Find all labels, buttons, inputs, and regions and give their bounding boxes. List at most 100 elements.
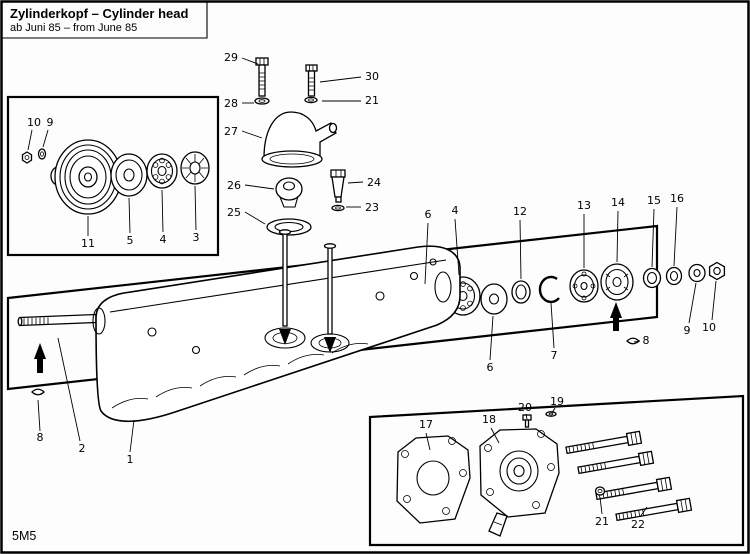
callout-leader-8-15 — [37, 399, 41, 432]
clip-part-8-left — [31, 388, 45, 396]
callout-leader-6-25 — [489, 315, 494, 361]
callout-21-2: 21 — [365, 94, 379, 107]
callout-11-11: 11 — [81, 237, 95, 250]
callout-leader-22-35 — [639, 506, 648, 518]
stud-with-arrow-left — [278, 229, 292, 345]
callout-leader-9-10 — [42, 129, 49, 148]
washer-part-9b — [688, 263, 706, 283]
callout-2-16: 2 — [79, 442, 86, 455]
washer-part-23-hole — [335, 206, 341, 210]
bearing-part-4 — [146, 153, 178, 189]
callout-leader-26-5 — [244, 184, 275, 190]
callout-13-21: 13 — [577, 199, 591, 212]
bolt-a — [565, 430, 643, 455]
callout-30-1: 30 — [365, 70, 379, 83]
ring-part-15 — [642, 267, 662, 289]
callout-leader-1-17 — [129, 419, 135, 453]
callout-27-4: 27 — [224, 125, 238, 138]
callout-leader-12-20 — [519, 219, 522, 280]
callout-28-3: 28 — [224, 97, 238, 110]
fan-hub-part-3 — [180, 151, 210, 185]
callout-22-35: 22 — [631, 518, 645, 531]
washer-part-9 — [37, 148, 47, 160]
callout-9-28: 9 — [684, 324, 691, 337]
stud-with-arrow-right — [323, 243, 337, 353]
washer-part-21-top — [304, 96, 318, 104]
callout-19-33: 19 — [550, 395, 564, 408]
callout-3-14: 3 — [193, 231, 200, 244]
end-cover-group — [396, 411, 693, 537]
callout-15-23: 15 — [647, 194, 661, 207]
thermostat-group — [254, 57, 346, 236]
nut-part-10 — [21, 151, 33, 164]
callout-6-18: 6 — [425, 208, 432, 221]
callout-leader-3-14 — [194, 185, 197, 231]
callout-20-32: 20 — [518, 401, 532, 414]
thermostat-part-26 — [275, 177, 303, 208]
callout-leader-29-0 — [241, 57, 259, 65]
callout-1-17: 1 — [127, 453, 134, 466]
washer-part-28 — [254, 97, 270, 105]
callout-6-25: 6 — [487, 361, 494, 374]
callout-leader-9-28 — [688, 282, 697, 324]
callout-leader-2-16 — [57, 337, 81, 442]
callout-leader-14-22 — [616, 210, 619, 263]
washer-part-28-hole — [258, 99, 266, 103]
callout-24-6: 24 — [367, 176, 381, 189]
stud-part-2 — [17, 313, 97, 327]
washer-part-21-top-hole — [308, 98, 314, 102]
callout-leader-20-32 — [525, 413, 528, 420]
callout-leader-17-30 — [425, 432, 431, 451]
callout-leader-6-18 — [424, 222, 429, 285]
water-outlet-housing-part-27 — [261, 111, 338, 168]
callout-4-13: 4 — [160, 233, 167, 246]
cylinder-head-part-1 — [92, 245, 461, 423]
callout-leader-5-12 — [128, 197, 131, 234]
callout-leader-10-9 — [27, 129, 33, 151]
callout-9-10: 9 — [47, 116, 54, 129]
washer-part-19 — [545, 411, 557, 417]
bolt-part-22b — [615, 497, 693, 522]
pulley-group-box — [6, 95, 220, 257]
callout-10-29: 10 — [702, 321, 716, 334]
plate-code: 5M5 — [12, 529, 37, 543]
gasket-part-17 — [396, 435, 471, 524]
washer-part-6b — [480, 283, 508, 315]
callout-leader-4-19 — [454, 218, 460, 276]
callout-4-19: 4 — [452, 204, 459, 217]
callout-10-9: 10 — [27, 116, 41, 129]
callout-25-7: 25 — [227, 206, 241, 219]
pulley-group — [21, 139, 210, 215]
callout-21-34: 21 — [595, 515, 609, 528]
insert-arrow-left — [34, 343, 46, 373]
callout-leader-7-26 — [550, 302, 555, 349]
bolt-part-22a — [595, 476, 673, 501]
callout-leader-16-24 — [673, 206, 678, 267]
bolt-b — [577, 450, 655, 475]
callout-7-26: 7 — [551, 349, 558, 362]
callout-18-31: 18 — [482, 413, 496, 426]
callout-5-12: 5 — [127, 234, 134, 247]
callout-leader-25-7 — [244, 211, 266, 225]
page-title: Zylinderkopf – Cylinder head — [10, 6, 189, 21]
title-box-rule — [2, 2, 208, 39]
callout-12-20: 12 — [513, 205, 527, 218]
callout-leader-27-4 — [241, 130, 263, 139]
callout-8-15: 8 — [37, 431, 44, 444]
callout-26-5: 26 — [227, 179, 241, 192]
callout-29-0: 29 — [224, 51, 238, 64]
callout-8-27: 8 — [643, 334, 650, 347]
seal-ring-part-12 — [511, 280, 531, 304]
callout-leader-30-1 — [319, 76, 362, 83]
callout-leader-10-29 — [711, 280, 717, 321]
temp-sensor-part-24 — [330, 169, 346, 203]
bolt-part-30 — [305, 64, 318, 97]
hub-part-14 — [600, 263, 634, 301]
callout-23-8: 23 — [365, 201, 379, 214]
disc-part-5 — [110, 153, 148, 197]
callout-14-22: 14 — [611, 196, 625, 209]
bolt-part-29 — [255, 57, 269, 97]
